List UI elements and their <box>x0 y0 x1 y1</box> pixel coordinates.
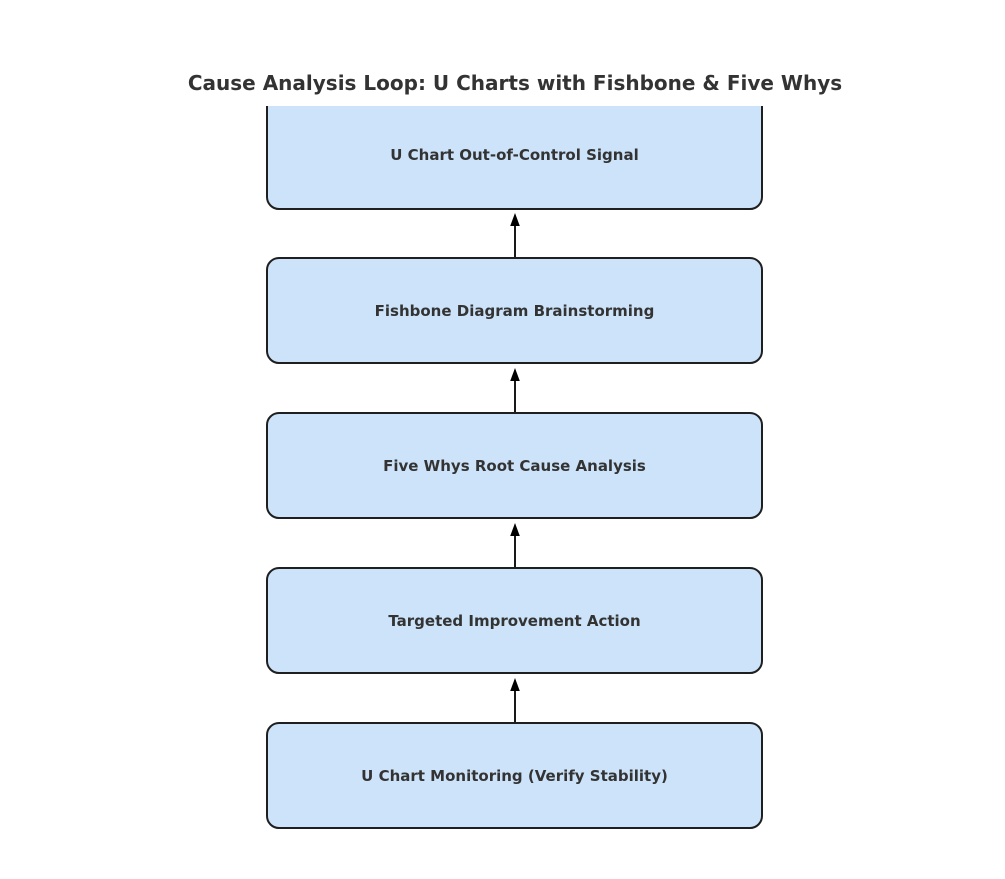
arrow-up-icon <box>510 368 520 426</box>
flow-arrow-up <box>509 523 521 581</box>
flow-node-five-whys: Five Whys Root Cause Analysis <box>266 412 763 519</box>
diagram-title: Cause Analysis Loop: U Charts with Fishb… <box>187 71 843 95</box>
arrow-up-icon <box>510 213 520 271</box>
flow-arrow-up <box>509 678 521 736</box>
flow-node-fishbone: Fishbone Diagram Brainstorming <box>266 257 763 364</box>
flow-node-label: Five Whys Root Cause Analysis <box>383 456 646 475</box>
flow-arrow-up <box>509 368 521 426</box>
flow-node-label: U Chart Monitoring (Verify Stability) <box>361 766 668 785</box>
flow-node-label: Fishbone Diagram Brainstorming <box>374 301 655 320</box>
arrow-up-icon <box>510 523 520 581</box>
flow-node-u-chart-monitoring: U Chart Monitoring (Verify Stability) <box>266 722 763 829</box>
flow-node-u-chart-signal: U Chart Out-of-Control Signal <box>266 106 763 210</box>
flow-node-label: Targeted Improvement Action <box>388 611 641 630</box>
node-clip-wrapper: U Chart Out-of-Control Signal <box>266 106 763 210</box>
flow-node-label: U Chart Out-of-Control Signal <box>390 145 639 164</box>
flow-arrow-up <box>509 213 521 271</box>
arrow-up-icon <box>510 678 520 736</box>
flow-node-improvement: Targeted Improvement Action <box>266 567 763 674</box>
